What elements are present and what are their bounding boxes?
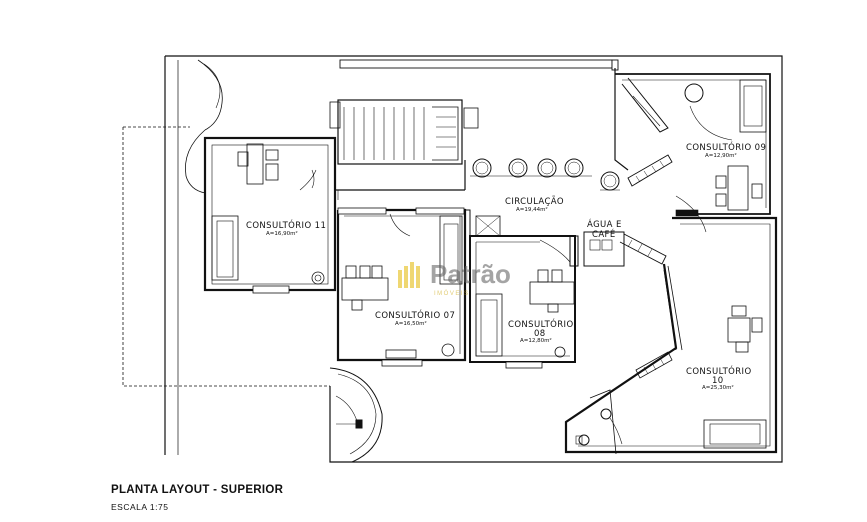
staircase xyxy=(329,99,479,165)
logo-text: Patrão xyxy=(430,259,511,289)
consultorio-08-number: 08 xyxy=(534,329,546,339)
round-balcony-bottom xyxy=(329,367,383,463)
patrao-logo: Patrão IMÓVEIS xyxy=(396,259,511,297)
curved-balcony-left xyxy=(185,129,206,194)
circulation-wall xyxy=(335,68,629,191)
dashed-outline xyxy=(122,126,330,387)
room-agua-e-cafe xyxy=(539,231,667,267)
outer-wall xyxy=(164,55,783,463)
consultorio-11-area: A=16,90m² xyxy=(266,230,298,237)
room-consultorio-09 xyxy=(615,73,771,233)
curved-balcony-top xyxy=(197,59,223,131)
agua-cafe-label-1: ÁGUA E xyxy=(587,218,622,230)
room-consultorio-08 xyxy=(469,215,576,369)
consultorio-10-area: A=25,30m² xyxy=(702,384,734,391)
room-consultorio-07 xyxy=(336,207,467,367)
consultorio-09-name: CONSULTÓRIO 09 xyxy=(686,141,766,153)
consultorio-08-area: A=12,80m² xyxy=(520,337,552,344)
circulacao-name: CIRCULAÇÃO xyxy=(505,196,564,207)
curved-balcony-top-inner xyxy=(203,63,221,109)
drawing-scale: ESCALA 1:75 xyxy=(111,502,169,512)
consultorio-10-number: 10 xyxy=(712,376,724,386)
circulacao-area: A=19,44m² xyxy=(516,206,548,213)
consultorio-11-name: CONSULTÓRIO 11 xyxy=(246,219,326,231)
consultorio-08-name: CONSULTÓRIO xyxy=(508,318,574,330)
logo-subtitle: IMÓVEIS xyxy=(434,291,470,297)
room-consultorio-11 xyxy=(203,136,337,294)
agua-cafe-label-2: CAFÉ xyxy=(592,228,616,240)
consultorio-07-name: CONSULTÓRIO 07 xyxy=(375,309,455,321)
consultorio-09-area: A=12,90m² xyxy=(705,152,737,159)
drawing-title: PLANTA LAYOUT - SUPERIOR xyxy=(111,484,284,496)
waiting-chairs xyxy=(470,158,620,191)
consultorio-10-name: CONSULTÓRIO xyxy=(686,365,752,377)
room-consultorio-10 xyxy=(564,216,778,455)
logo-mark-icon xyxy=(398,261,420,288)
consultorio-07-area: A=16,50m² xyxy=(395,320,427,327)
